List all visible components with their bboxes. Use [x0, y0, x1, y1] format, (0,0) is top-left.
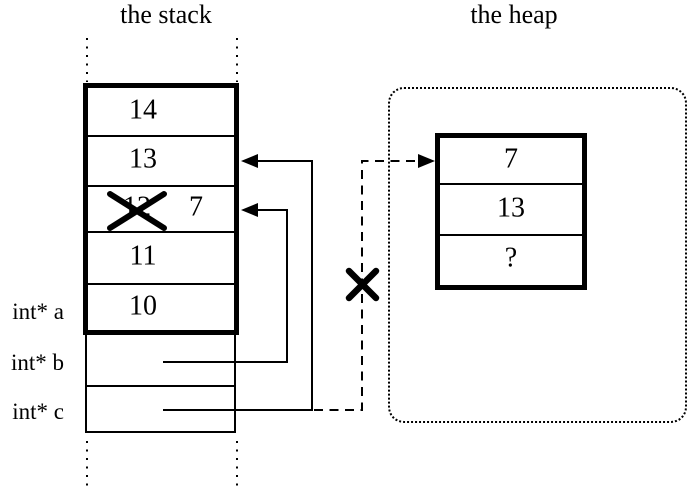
stack-cell-value: 10: [129, 290, 157, 322]
pointer-cell-c: [87, 387, 234, 431]
heap-cell-7: 7: [440, 138, 582, 185]
stack-cell-12-overwritten-7: 12 7: [88, 187, 234, 233]
var-label-a: int* a: [12, 299, 64, 324]
heap-cell-value: 13: [497, 192, 525, 224]
b-arrowhead-icon: [241, 203, 258, 217]
stack-frame-box: 14 13 12 7 11 10: [83, 83, 239, 335]
heap-title: the heap: [470, 0, 558, 29]
stack-cell-new-value: 7: [189, 191, 203, 223]
pointer-variable-cells: [85, 335, 236, 433]
stack-title: the stack: [120, 0, 212, 29]
dangling-pointer-x-icon: [345, 267, 380, 302]
heap-cell-value: 7: [504, 143, 518, 175]
stack-cell-value: 11: [129, 240, 157, 272]
heap-cell-unknown: ?: [440, 236, 582, 284]
stack-cell-value: 14: [129, 94, 157, 126]
stack-cell-10: 10: [88, 285, 234, 330]
c-arrowhead-icon: [241, 154, 258, 168]
var-label-c: int* c: [12, 399, 64, 424]
stack-cell-14: 14: [88, 88, 234, 137]
var-label-b: int* b: [10, 350, 64, 375]
heap-cell-value: ?: [504, 242, 518, 274]
stack-cell-13: 13: [88, 137, 234, 187]
stack-cell-old-value: 12: [123, 191, 151, 223]
heap-cell-13: 13: [440, 185, 582, 236]
stack-cell-11: 11: [88, 233, 234, 285]
stack-cell-value: 13: [129, 143, 157, 175]
heap-block-box: 7 13 ?: [435, 133, 587, 290]
pointer-cell-b: [87, 335, 234, 387]
